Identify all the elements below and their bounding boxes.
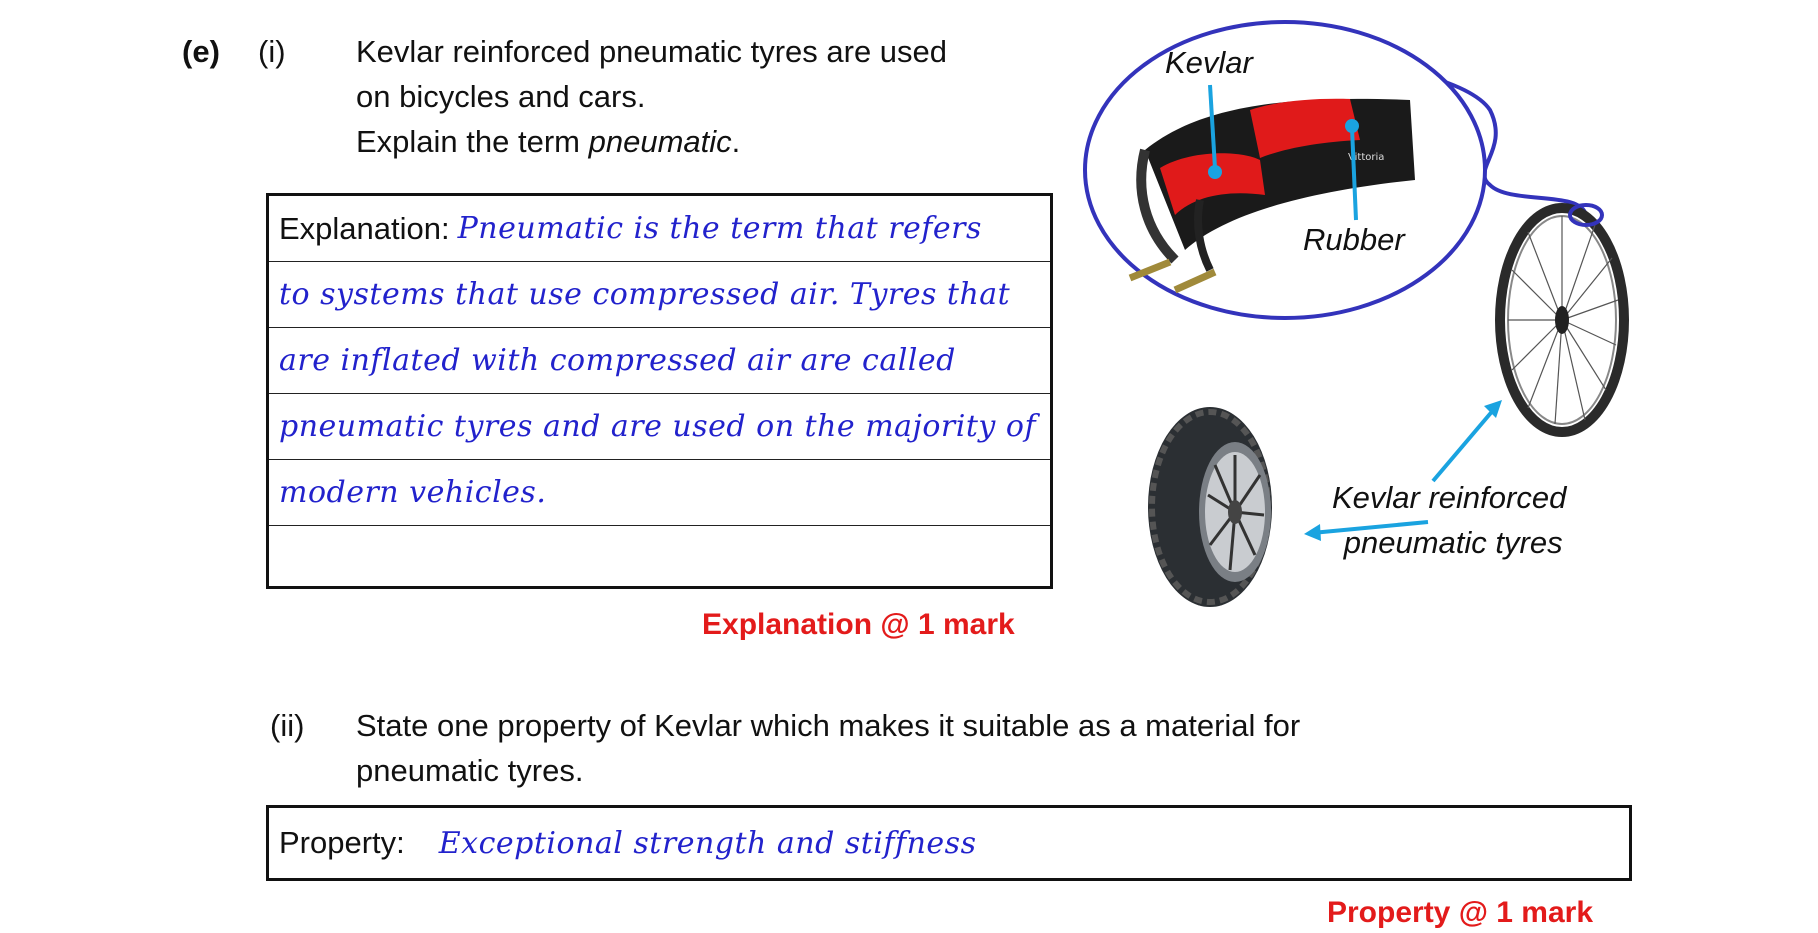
figure-caption-line-1: Kevlar reinforced <box>1332 480 1567 515</box>
explanation-row-3[interactable]: are inflated with compressed air are cal… <box>269 328 1050 394</box>
tyre-figure: Vittoria <box>1083 20 1629 607</box>
figure-caption: Kevlar reinforced pneumatic tyres <box>1332 475 1566 565</box>
sub-question-number-ii: (ii) <box>270 708 305 743</box>
rubber-pointer-dot <box>1345 119 1359 133</box>
explanation-answer-line: Pneumatic is the term that refers <box>457 211 982 246</box>
question-line-2: on bicycles and cars. <box>356 79 646 114</box>
wheel-magnify-marker <box>1568 203 1604 227</box>
question-ii-line-1: State one property of Kevlar which makes… <box>356 708 1301 743</box>
explanation-row-6[interactable] <box>269 526 1050 592</box>
explanation-answer-line: pneumatic tyres and are used on the majo… <box>279 409 1037 444</box>
bicycle-wheel-icon <box>1495 203 1629 437</box>
svg-text:Vittoria: Vittoria <box>1348 152 1384 163</box>
explanation-row-1[interactable]: Explanation: Pneumatic is the term that … <box>269 196 1050 262</box>
question-text-ii: State one property of Kevlar which makes… <box>356 703 1300 793</box>
property-label: Property: <box>279 825 405 860</box>
car-tyre-icon <box>1148 407 1272 607</box>
figure-caption-line-2: pneumatic tyres <box>1343 525 1563 560</box>
bicycle-wheel-arrow <box>1431 406 1497 483</box>
kevlar-pointer-line <box>1208 84 1217 169</box>
question-line-1: Kevlar reinforced pneumatic tyres are us… <box>356 34 948 69</box>
explanation-mark: Explanation @ 1 mark <box>702 608 1015 641</box>
question-line-3-post: . <box>731 124 741 159</box>
explanation-row-4[interactable]: pneumatic tyres and are used on the majo… <box>269 394 1050 460</box>
explanation-box[interactable]: Explanation: Pneumatic is the term that … <box>266 193 1053 589</box>
question-ii-line-2: pneumatic tyres. <box>356 753 584 788</box>
rubber-pointer-line <box>1350 127 1358 221</box>
car-tyre-arrowhead <box>1304 524 1321 541</box>
property-answer: Exceptional strength and stiffness <box>438 825 977 861</box>
explanation-label: Explanation: <box>279 211 450 246</box>
question-text-i: Kevlar reinforced pneumatic tyres are us… <box>356 29 947 164</box>
explanation-answer-line: are inflated with compressed air are cal… <box>279 343 956 378</box>
bicycle-wheel-arrowhead <box>1484 400 1502 418</box>
car-tyre-arrow <box>1311 520 1429 535</box>
property-box[interactable]: Property: Exceptional strength and stiff… <box>266 805 1632 881</box>
explanation-row-5[interactable]: modern vehicles. <box>269 460 1050 526</box>
explanation-row-2[interactable]: to systems that use compressed air. Tyre… <box>269 262 1050 328</box>
property-mark: Property @ 1 mark <box>1327 896 1594 929</box>
question-line-3-pre: Explain the term <box>356 124 589 159</box>
question-line-3: Explain the term pneumatic. <box>356 119 947 164</box>
kevlar-pointer-dot <box>1208 165 1222 179</box>
rubber-label: Rubber <box>1303 222 1405 257</box>
question-number: (e) <box>182 34 220 69</box>
explanation-answer-line: to systems that use compressed air. Tyre… <box>279 277 1011 312</box>
explanation-answer-line: modern vehicles. <box>279 475 547 510</box>
pneumatic-term: pneumatic <box>588 124 732 159</box>
kevlar-label: Kevlar <box>1165 45 1253 80</box>
sub-question-number-i: (i) <box>258 34 286 69</box>
